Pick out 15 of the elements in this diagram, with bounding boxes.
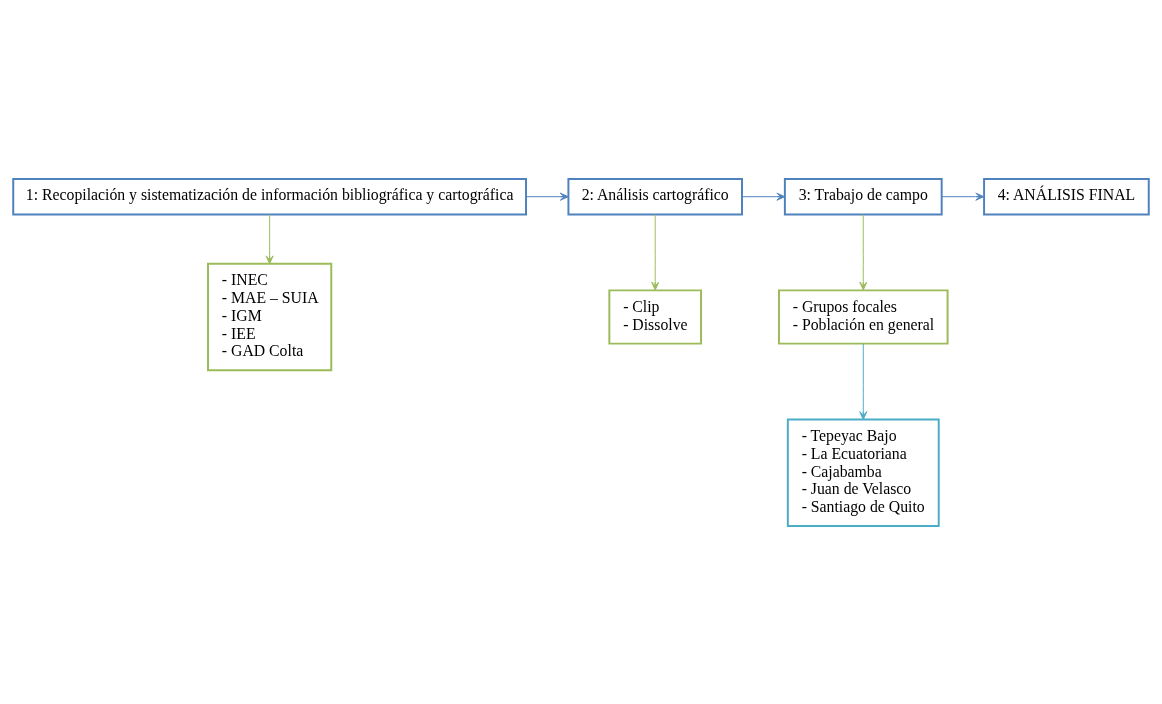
arrow	[651, 213, 660, 290]
arrow	[859, 213, 868, 290]
node-box: - Clip - Dissolve	[608, 288, 703, 345]
node-box: 4: ANÁLISIS FINAL	[983, 177, 1150, 215]
arrow	[525, 192, 569, 201]
node-box: - INEC - MAE – SUIA - IGM - IEE - GAD Colta	[207, 262, 333, 371]
arrow	[741, 192, 786, 201]
node-box: - Grupos focales - Población en general	[777, 288, 949, 345]
node-box: - Tepeyac Bajo - La Ecuatoriana - Cajabamba - Juan de Velasco - Santiago de Quito	[786, 418, 940, 527]
arrow	[265, 213, 274, 264]
arrow	[859, 342, 868, 420]
node-box: 2: Análisis cartográfico	[567, 177, 743, 215]
node-box: 1: Recopilación y sistematización de información bibliográfica y cartográfica	[12, 177, 527, 215]
arrow	[941, 192, 985, 201]
node-box: 3: Trabajo de campo	[783, 177, 943, 215]
